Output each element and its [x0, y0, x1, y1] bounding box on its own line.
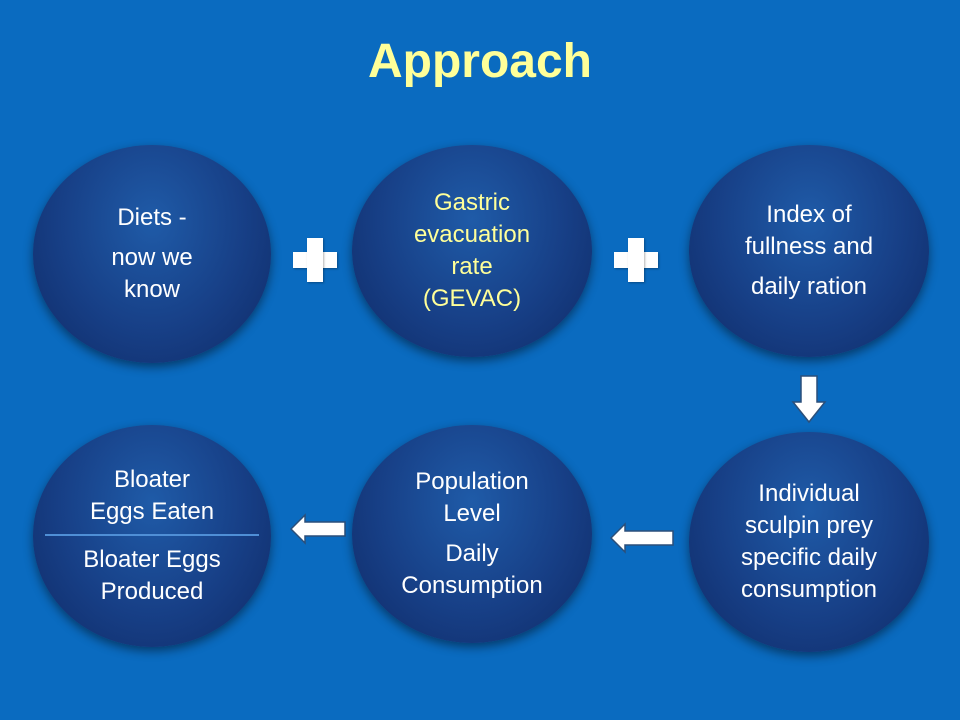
plus-icon: [614, 238, 658, 282]
arrow-down-icon: [791, 375, 827, 424]
node-individual-line3: specific daily: [740, 544, 878, 571]
arrow-left-icon: [609, 522, 674, 554]
node-individual: Individual sculpin prey specific daily c…: [689, 432, 929, 652]
node-index-line1: Index of: [766, 201, 852, 228]
node-index-line3: daily ration: [750, 273, 868, 300]
node-population-line3: Daily: [445, 540, 499, 567]
node-gevac-line4: (GEVAC): [422, 285, 522, 312]
node-diets-line3: know: [123, 276, 181, 303]
node-population-line2: Level: [443, 500, 501, 527]
node-bloater-eaten-line2: Eggs Eaten: [89, 498, 215, 525]
node-diets-line1: Diets -: [117, 204, 187, 231]
node-gevac-line2: evacuation: [413, 221, 531, 248]
node-population: Population Level Daily Consumption: [352, 425, 592, 643]
node-gevac: Gastric evacuation rate (GEVAC): [352, 145, 592, 357]
node-gevac-line3: rate: [451, 253, 493, 280]
node-population-line1: Population: [415, 468, 529, 495]
node-diets: Diets - now we know: [33, 145, 271, 363]
node-bloater-produced-line2: Produced: [100, 578, 204, 605]
node-diets-line2: now we: [111, 244, 193, 271]
node-individual-line1: Individual: [758, 480, 860, 507]
node-index-of-fullness: Index of fullness and daily ration: [689, 145, 929, 357]
node-individual-line2: sculpin prey: [744, 512, 874, 539]
node-gevac-line1: Gastric: [433, 189, 510, 216]
node-index-line2: fullness and: [744, 233, 874, 260]
node-individual-line4: consumption: [740, 576, 878, 603]
arrow-left-icon: [289, 513, 346, 545]
node-bloater-produced-line1: Bloater Eggs: [83, 546, 221, 573]
plus-icon: [293, 238, 337, 282]
node-population-line4: Consumption: [401, 572, 543, 599]
slide-title: Approach: [367, 35, 592, 88]
node-bloater: Bloater Eggs Eaten Bloater Eggs Produced: [33, 425, 271, 647]
fraction-divider: [45, 534, 259, 536]
node-bloater-eaten-line1: Bloater: [113, 466, 191, 493]
